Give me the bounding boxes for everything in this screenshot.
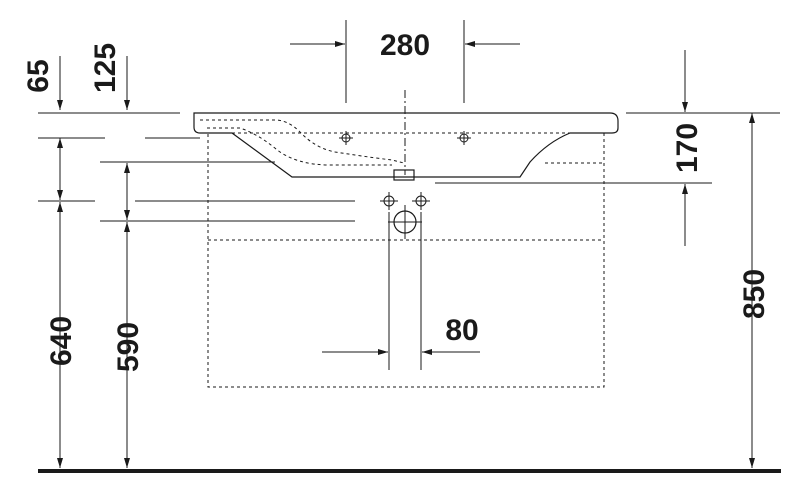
dim-170: 170 xyxy=(435,50,780,246)
dim-label-65: 65 xyxy=(22,59,55,92)
waste-outlet xyxy=(393,90,415,181)
dim-590: 590 xyxy=(112,163,145,468)
dim-label-170: 170 xyxy=(671,123,704,173)
floor-line xyxy=(38,469,781,473)
dim-280: 280 xyxy=(290,20,520,103)
drain-connection xyxy=(388,205,422,239)
washbasin-profile xyxy=(193,112,619,178)
dim-label-80: 80 xyxy=(445,314,478,347)
dim-640: 640 xyxy=(45,138,78,468)
dim-80: 80 xyxy=(322,314,480,355)
vanity-cabinet xyxy=(207,132,605,388)
supply-connection-right xyxy=(412,192,430,210)
dim-850: 850 xyxy=(738,113,771,468)
dim-125: 125 xyxy=(89,43,130,110)
dim-label-590: 590 xyxy=(112,322,145,372)
dim-label-850: 850 xyxy=(738,269,771,319)
tap-hole-left xyxy=(339,131,353,145)
tap-hole-right xyxy=(457,131,471,145)
dim-label-125: 125 xyxy=(89,43,122,93)
dim-label-280: 280 xyxy=(380,29,430,62)
dim-label-640: 640 xyxy=(45,316,78,366)
dim-65: 65 xyxy=(22,56,63,110)
supply-connection-left xyxy=(380,192,398,210)
